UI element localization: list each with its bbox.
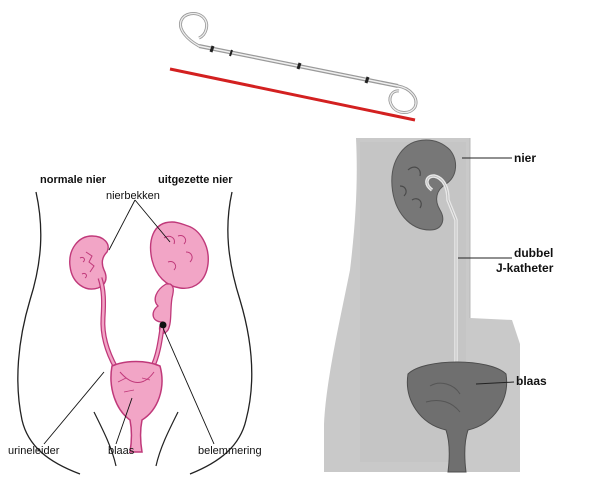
label-bladder: blaas [108,445,134,457]
dilated-kidney [151,222,209,288]
heading-normal-kidney: normale nier [40,174,106,186]
double-j-stent-image [170,14,416,120]
groin-line-right [156,412,178,466]
obstruction-dot [160,322,167,329]
xray-picture [324,138,520,472]
label-catheter-line1: dubbel [514,246,553,260]
bladder [111,362,162,453]
label-catheter-line2: J-katheter [496,261,553,275]
label-renal-pelvis: nierbekken [106,190,160,202]
heading-dilated-kidney: uitgezette nier [158,174,233,186]
label-ureter: urineleider [8,445,59,457]
body-outline-left [18,192,80,474]
groin-line-left [94,412,116,466]
label-xray-bladder: blaas [516,374,547,388]
label-obstruction: belemmering [198,445,262,457]
anatomy-drawing [18,192,252,474]
label-xray-kidney: nier [514,151,536,165]
